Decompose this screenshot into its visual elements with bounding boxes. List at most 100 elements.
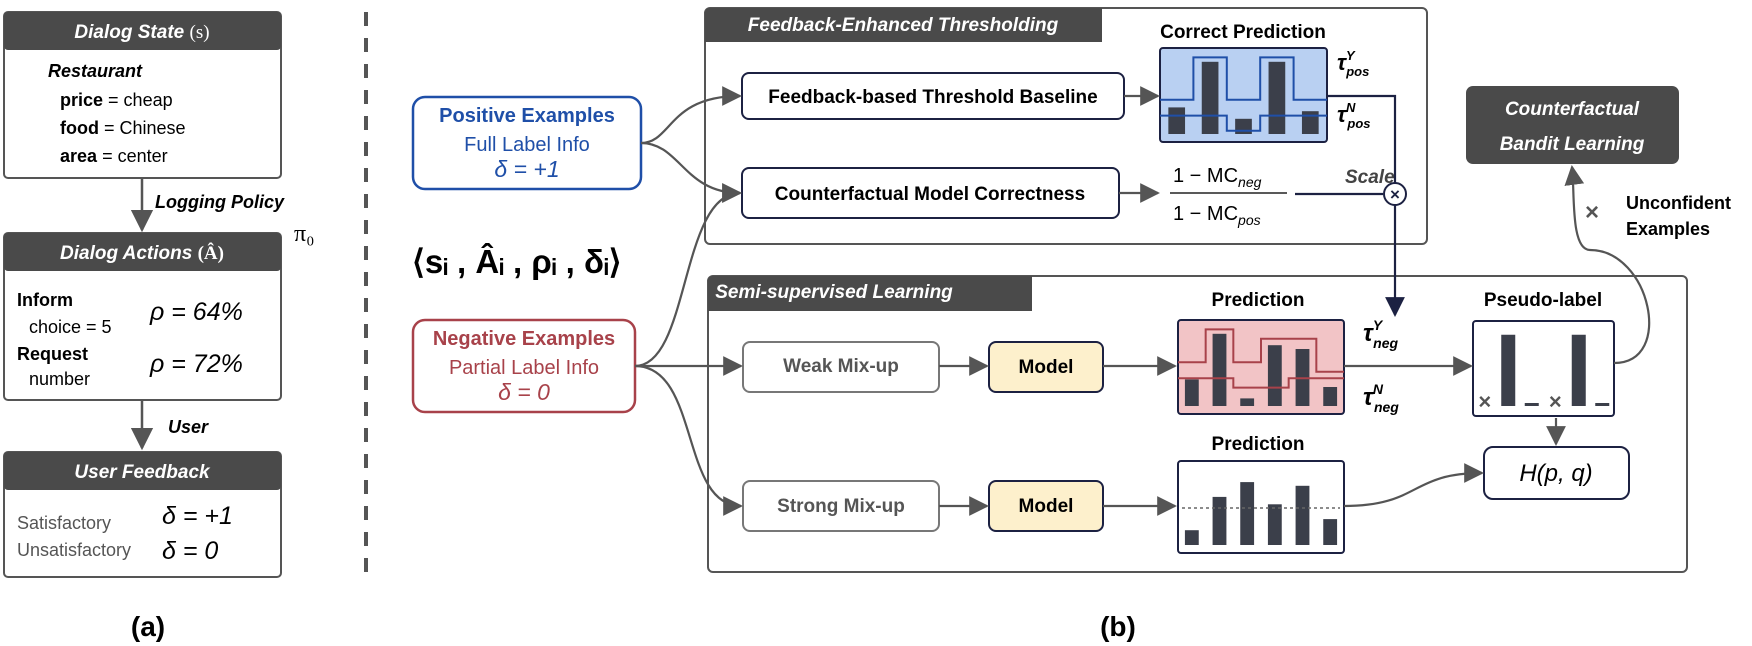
chart-bar xyxy=(1168,107,1186,134)
pseudo-to-cbl-arrow xyxy=(1564,165,1651,365)
fraction-numerator: 1 − MCneg xyxy=(1173,165,1262,190)
strong-prediction-to-loss-arrow xyxy=(1343,463,1484,508)
slot-value: = cheap xyxy=(108,90,173,110)
slot-name: price xyxy=(60,90,103,110)
chart-frame xyxy=(1177,460,1345,554)
svg-text:area = center: area = center xyxy=(60,146,168,166)
model-label-strong: Model xyxy=(1019,496,1074,517)
user-arrow-label: User xyxy=(168,417,209,437)
ssl-title: Semi-supervised Learning xyxy=(715,282,953,303)
chart-bar xyxy=(1501,334,1516,406)
threshold-line xyxy=(1160,56,1327,101)
pos-to-baseline-arrow xyxy=(640,86,742,145)
correct-prediction-chart xyxy=(1159,47,1328,143)
cbl-box xyxy=(1466,86,1679,164)
chart-bar xyxy=(1301,111,1319,134)
feedback-delta: δ = 0 xyxy=(162,537,218,565)
chart-bar xyxy=(1595,403,1610,406)
prediction-title-weak: Prediction xyxy=(1212,290,1305,311)
chart-bar xyxy=(1212,496,1227,545)
chart-bar xyxy=(1571,334,1586,406)
chart-frame xyxy=(1177,319,1345,415)
negative-title: Negative Examples xyxy=(433,328,615,350)
scale-label: Scale xyxy=(1345,167,1395,188)
threshold-line xyxy=(1160,114,1327,132)
restaurant-domain: Restaurant xyxy=(48,61,143,81)
chart-bar xyxy=(1201,61,1219,134)
dialog-actions-header xyxy=(4,233,281,271)
logging-policy-label: Logging Policy xyxy=(155,192,285,212)
neg-to-strong-arrow xyxy=(634,364,743,516)
unconfident-cross: × xyxy=(1549,389,1562,414)
chart-bar xyxy=(1267,345,1282,406)
threshold-to-multiply-line xyxy=(1327,94,1397,183)
svg-text:price = cheap: price = cheap xyxy=(60,90,173,110)
chart-bar xyxy=(1240,398,1255,406)
ssl-region xyxy=(707,275,1688,573)
pseudo-label-title: Pseudo-label xyxy=(1484,290,1602,311)
chart-bar xyxy=(1212,333,1227,406)
correctness-label: Counterfactual Model Correctness xyxy=(775,184,1085,205)
loss-label: H(p, q) xyxy=(1519,460,1592,487)
action-propensity: ρ = 72% xyxy=(149,350,243,378)
dialog-state-title: Dialog State xyxy=(74,22,184,43)
panel-a: Dialog State (s) Restaurant price = chea… xyxy=(3,11,314,642)
svg-text:food = Chinese: food = Chinese xyxy=(60,118,186,138)
cbl-line1: Counterfactual xyxy=(1505,99,1640,120)
correct-prediction-title: Correct Prediction xyxy=(1160,22,1326,43)
negative-delta: δ = 0 xyxy=(498,379,550,405)
cbl-line2: Bandit Learning xyxy=(1500,134,1645,155)
unconfident-cross: × xyxy=(1478,389,1491,414)
chart-bar xyxy=(1524,403,1539,406)
feedback-label: Unsatisfactory xyxy=(17,540,131,560)
caption-a: (a) xyxy=(131,611,165,642)
unconfident-line1: Unconfident xyxy=(1626,193,1731,213)
panel-b: ⟨sᵢ , Âᵢ , ρᵢ , δᵢ⟩ Positive Examples Fu… xyxy=(411,7,1731,642)
weak-mixup-label: Weak Mix-up xyxy=(783,356,899,377)
prediction-title-strong: Prediction xyxy=(1212,434,1305,455)
feedback-label: Satisfactory xyxy=(17,513,111,533)
chart-bar xyxy=(1240,482,1255,545)
action-name: Inform xyxy=(17,290,73,310)
svg-text:Dialog Actions (Â): Dialog Actions (Â) xyxy=(60,242,224,264)
pseudo-label-chart: ×× xyxy=(1472,320,1615,417)
unconfident-line2: Examples xyxy=(1626,219,1710,239)
positive-sub: Full Label Info xyxy=(464,134,590,156)
action-name: Request xyxy=(17,344,88,364)
baseline-label: Feedback-based Threshold Baseline xyxy=(768,87,1097,108)
slot-name: food xyxy=(60,118,99,138)
slot-name: area xyxy=(60,146,98,166)
threshold-line xyxy=(1178,328,1344,373)
strong-prediction-chart xyxy=(1177,460,1345,554)
chart-bar xyxy=(1323,387,1338,406)
chart-bar xyxy=(1184,379,1199,406)
action-propensity: ρ = 64% xyxy=(149,298,243,326)
chart-bar xyxy=(1295,485,1310,545)
neg-to-correctness-arrow xyxy=(634,183,742,368)
multiply-symbol: × xyxy=(1390,185,1400,204)
model-label-weak: Model xyxy=(1019,357,1074,378)
action-detail: choice = 5 xyxy=(29,317,112,337)
chart-bar xyxy=(1267,504,1282,545)
dialog-state-symbol: (s) xyxy=(190,22,210,43)
chart-bar xyxy=(1268,61,1286,134)
user-feedback-header xyxy=(4,452,281,490)
dialog-actions-symbol: (Â) xyxy=(198,242,224,264)
ssl-header xyxy=(708,276,1032,311)
dialog-state-header xyxy=(4,12,281,50)
negative-sub: Partial Label Info xyxy=(449,357,599,379)
unconfident-mark: × xyxy=(1585,199,1599,226)
chart-bar xyxy=(1184,530,1199,545)
loss-box xyxy=(1483,446,1630,500)
pos-to-correctness-arrow xyxy=(640,141,742,203)
feedback-delta: δ = +1 xyxy=(162,502,233,530)
slot-value: = center xyxy=(102,146,168,166)
action-detail: number xyxy=(29,369,90,389)
caption-b: (b) xyxy=(1100,611,1136,642)
fet-title: Feedback-Enhanced Thresholding xyxy=(748,15,1059,36)
threshold-line xyxy=(1178,377,1344,389)
